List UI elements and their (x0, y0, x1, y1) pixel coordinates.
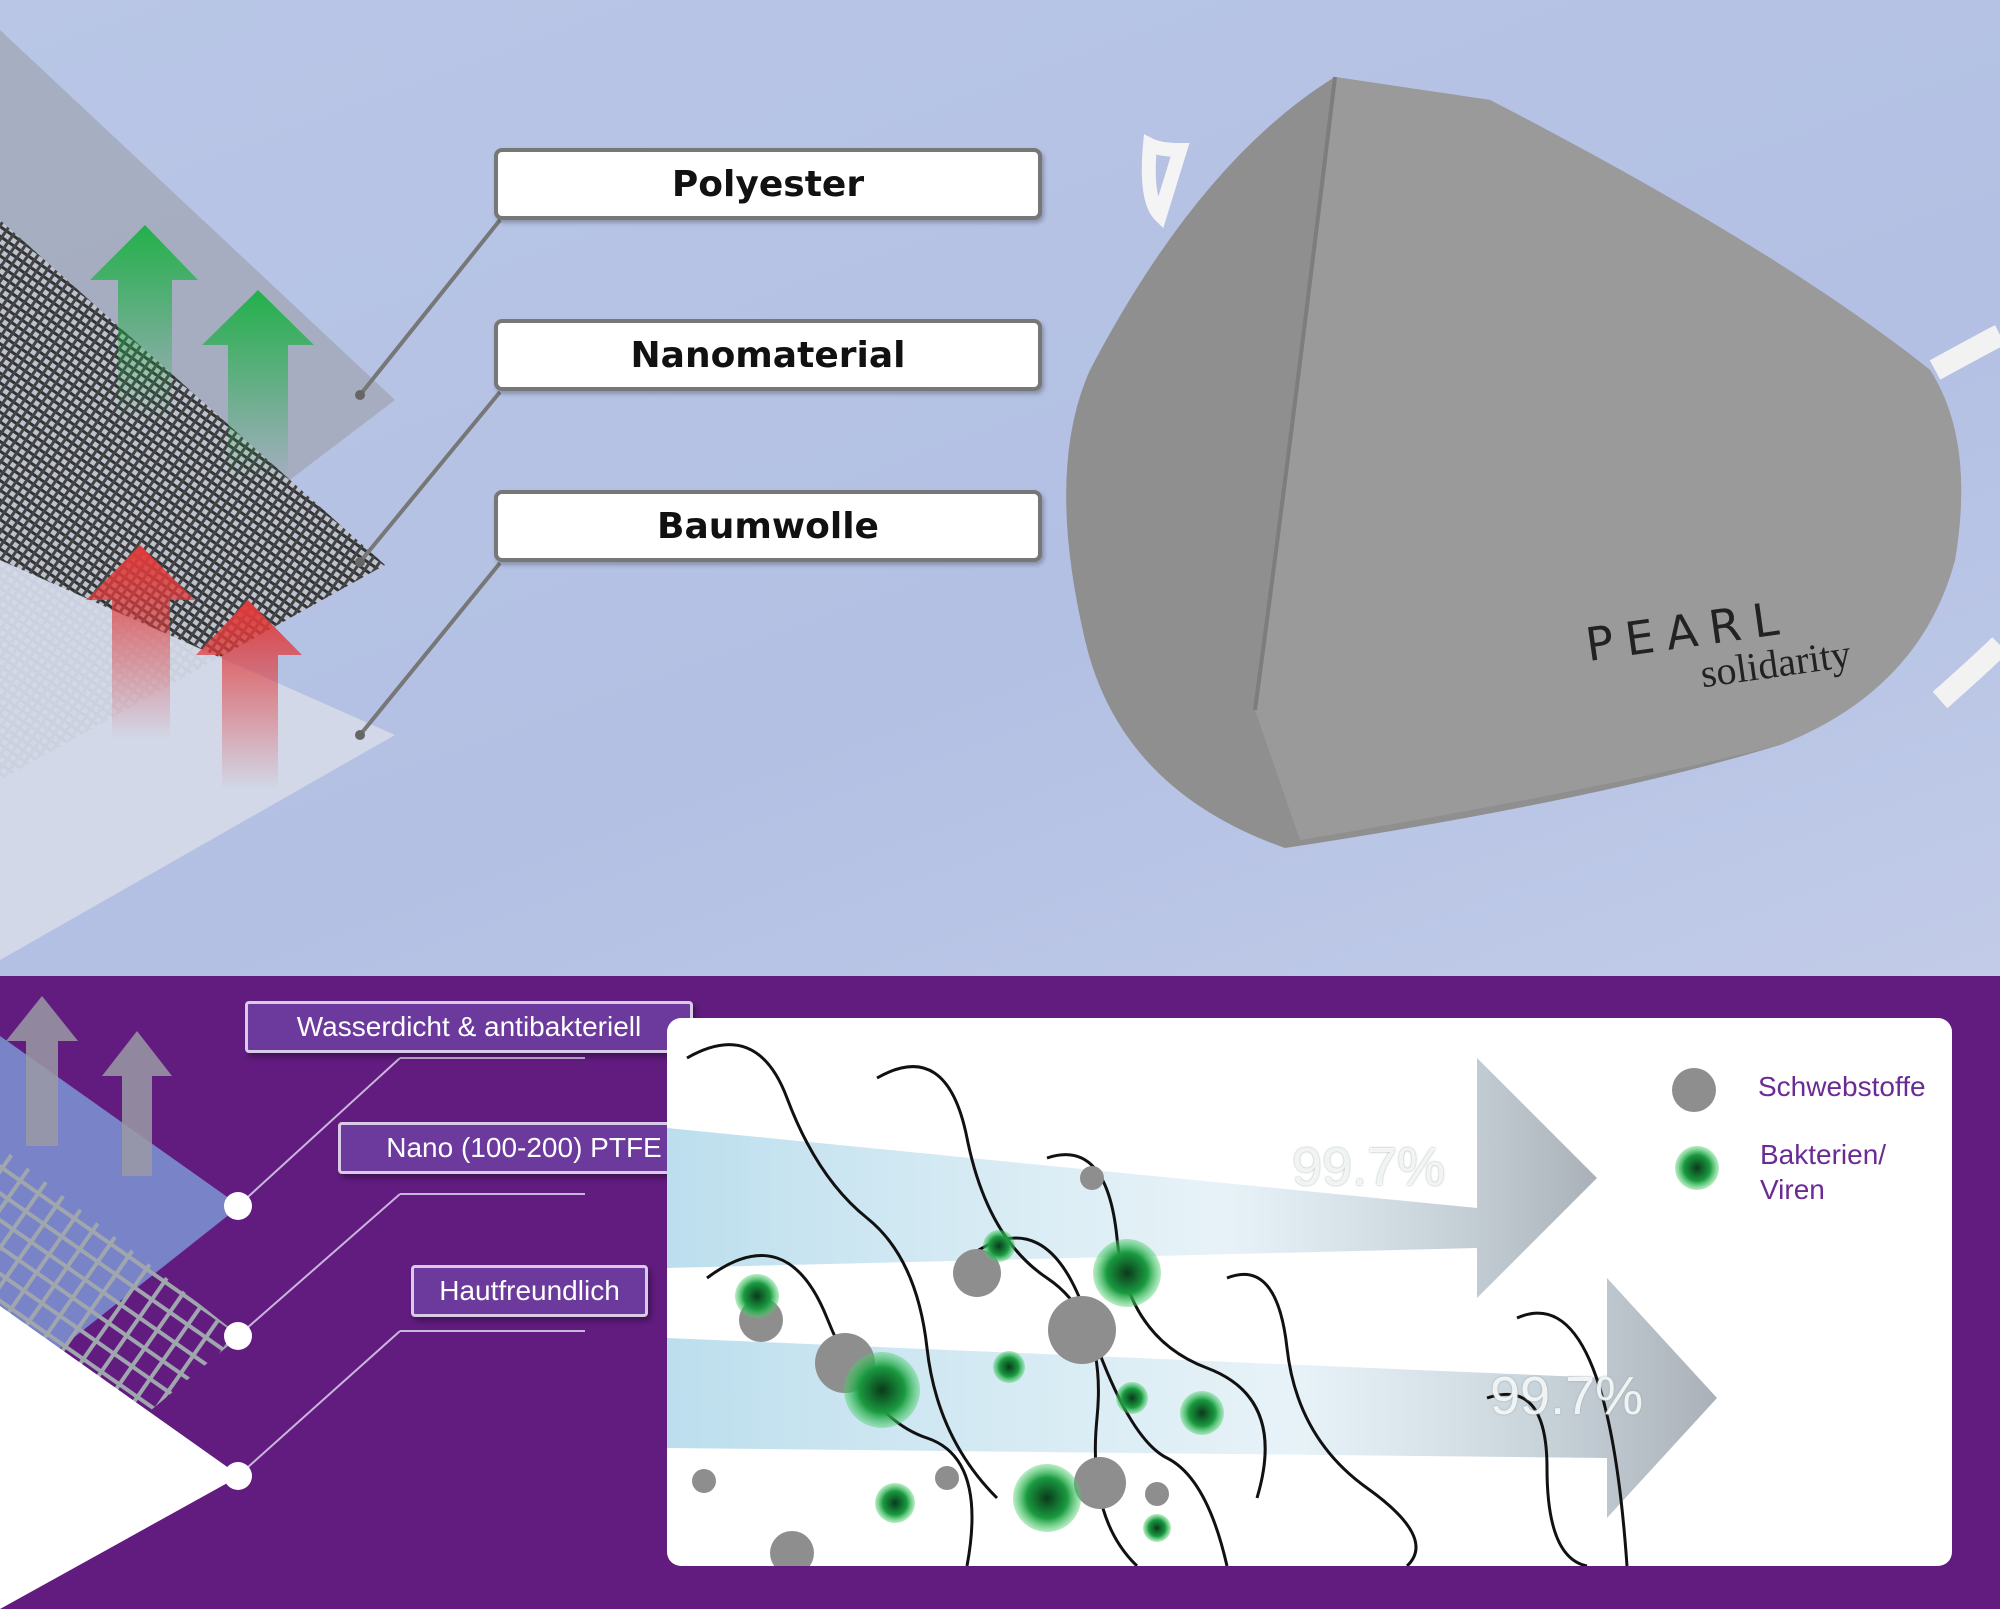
filtration-panel: 99.7% 99.7% Schwebstoffe Bakterien/ Vire… (667, 1018, 1952, 1566)
red-arrow-icon (86, 545, 195, 740)
particle-legend-icon (1672, 1068, 1716, 1112)
red-arrow-icon (196, 600, 302, 790)
face-mask-image (1066, 76, 2000, 848)
filtration-illustration (667, 1043, 1719, 1566)
bacteria-icons (735, 1230, 1224, 1542)
label-hautfreundlich: Hautfreundlich (411, 1265, 648, 1317)
gray-arrow-icon (102, 1031, 172, 1176)
gray-arrow-icon (6, 996, 78, 1146)
label-wasserdicht: Wasserdicht & antibakteriell (245, 1001, 693, 1053)
green-arrow-icon (90, 225, 198, 420)
legend-bacteria-line1: Bakterien/ (1760, 1139, 1887, 1170)
green-arrow-icon (202, 290, 314, 480)
layer-diagram-illustration (0, 30, 2000, 960)
label-baumwolle: Baumwolle (494, 490, 1042, 562)
top-section: Polyester Nanomaterial Baumwolle PEARL s… (0, 0, 2000, 976)
label-nanomaterial: Nanomaterial (494, 319, 1042, 391)
airflow-arrow-upper (667, 1058, 1597, 1298)
legend-particles: Schwebstoffe (1758, 1071, 1926, 1102)
efficiency-upper: 99.7% (1292, 1137, 1446, 1197)
cotton-sheet (0, 560, 395, 960)
bottom-layer-illustration (0, 996, 585, 1609)
efficiency-lower: 99.7% (1490, 1366, 1644, 1426)
label-nano-ptfe: Nano (100-200) PTFE (338, 1122, 710, 1174)
bacteria-legend-icon (1675, 1146, 1719, 1190)
legend-bacteria-line2: Viren (1760, 1174, 1825, 1205)
label-polyester: Polyester (494, 148, 1042, 220)
